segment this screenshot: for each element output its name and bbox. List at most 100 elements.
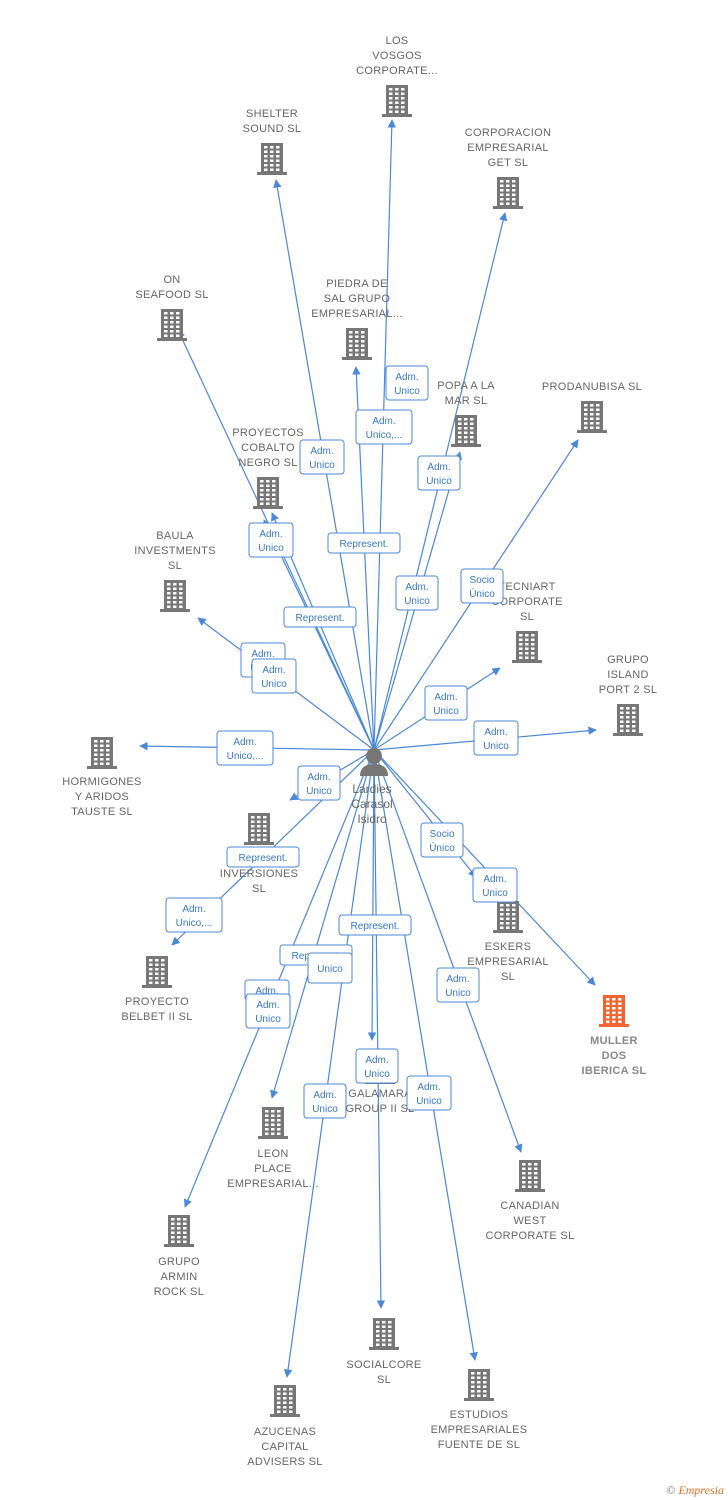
company-node[interactable]: ESTUDIOS EMPRESARIALES FUENTE DE SL xyxy=(431,1369,528,1451)
company-name-line: CORPORATE SL xyxy=(486,1230,575,1242)
building-icon xyxy=(464,1369,494,1401)
building-icon xyxy=(613,704,643,736)
edge-role-text: Unico xyxy=(258,543,284,554)
edge-role-label: Adm.Unico,... xyxy=(165,897,223,933)
company-name-line: LEON xyxy=(257,1148,288,1160)
building-icon xyxy=(244,813,274,845)
company-name-line: CORPORACION xyxy=(465,127,551,139)
edge-role-text: Único xyxy=(469,587,495,600)
company-name-line: ON xyxy=(163,274,180,286)
edge-role-text: Adm. xyxy=(262,665,285,676)
edge-role-label: Adm. Unico xyxy=(472,867,518,903)
edge-role-label: Adm.Unico xyxy=(473,720,519,756)
edge-role-text: Unico xyxy=(364,1069,390,1080)
company-name-line: WEST xyxy=(514,1215,547,1227)
company-node[interactable]: LEONPLACEEMPRESARIAL... xyxy=(227,1107,319,1190)
edge-role-label: Adm.Unico xyxy=(385,365,429,401)
edge-role-text: Represent. xyxy=(351,921,400,932)
brand-logo: Empresia xyxy=(678,1483,724,1497)
company-node[interactable]: LOSVOSGOSCORPORATE... xyxy=(356,35,438,117)
company-name-line: TECNIART xyxy=(498,581,555,593)
edge-role-text: Unico,... xyxy=(366,430,403,441)
company-name-line: EMPRESARIALES xyxy=(431,1424,528,1436)
company-node[interactable]: POPA A LAMAR SL xyxy=(437,380,495,447)
relationship-edge xyxy=(373,749,478,1361)
company-name-line: GALAMARA xyxy=(348,1088,412,1100)
person-name-line: Carasol xyxy=(351,797,392,811)
edge-role-text: Adm. xyxy=(256,1000,279,1011)
edge-role-label: Adm.Unico xyxy=(417,455,461,491)
person-node[interactable]: Lardies Carasol Isidro xyxy=(351,748,393,826)
company-name-line: GET SL xyxy=(488,157,529,169)
company-name-line: PROYECTOS xyxy=(232,427,304,439)
building-icon xyxy=(342,328,372,360)
company-node[interactable]: PRODANUBISA SL xyxy=(542,381,642,433)
edge-role-label: Adm. Unico,... xyxy=(216,730,274,766)
edge-role-text: Adm. xyxy=(434,692,457,703)
edge-role-label: Represent. xyxy=(283,606,357,628)
building-icon xyxy=(382,85,412,117)
edge-role-label: Adm.Unico xyxy=(303,1083,347,1119)
edge-role-text: Unico,... xyxy=(227,751,264,762)
company-name-line: EMPRESARIAL... xyxy=(227,1178,319,1190)
company-name-line: FUENTE DE SL xyxy=(438,1439,520,1451)
company-name-line: ESTUDIOS xyxy=(450,1409,509,1421)
edge-role-text: Adm. xyxy=(483,874,506,885)
edge-role-label: Adm. Unico xyxy=(245,993,291,1029)
company-name-line: IBERICA SL xyxy=(582,1065,647,1077)
company-name-line: PIEDRA DE xyxy=(326,278,387,290)
building-icon xyxy=(515,1160,545,1192)
building-icon xyxy=(160,580,190,612)
edge-role-text: Adm. xyxy=(233,737,256,748)
company-name-line: EMPRESARIAL xyxy=(467,956,549,968)
edge-role-text: Unico xyxy=(255,1014,281,1025)
edge-role-text: Adm. xyxy=(259,529,282,540)
edge-role-label: Adm. Unico xyxy=(355,1048,399,1084)
building-icon xyxy=(451,415,481,447)
company-node[interactable]: PIEDRA DE SAL GRUPO EMPRESARIAL... xyxy=(311,278,403,360)
company-name-line: SL xyxy=(520,611,534,623)
building-icon xyxy=(87,737,117,769)
building-icon xyxy=(369,1318,399,1350)
edge-role-text: Adm. xyxy=(307,772,330,783)
company-name-line: GRUPO xyxy=(158,1256,200,1268)
company-name-line: ARMIN xyxy=(161,1271,198,1283)
building-icon xyxy=(512,631,542,663)
company-name-line: EMPRESARIAL... xyxy=(311,308,403,320)
company-name-line: ISLAND xyxy=(607,669,649,681)
company-name-line: MULLER xyxy=(590,1035,638,1047)
edge-role-text: Adm. xyxy=(365,1055,388,1066)
company-node[interactable]: ON SEAFOOD SL xyxy=(135,274,208,341)
building-icon xyxy=(493,177,523,209)
company-name-line: ESKERS xyxy=(485,941,531,953)
edge-role-text: Adm. xyxy=(395,372,418,383)
company-name-line: SL xyxy=(377,1374,391,1386)
relationship-edge xyxy=(373,749,386,1309)
edge-role-text: Unico xyxy=(482,888,508,899)
relationship-edge xyxy=(373,749,523,1153)
company-name-line: SEAFOOD SL xyxy=(135,289,208,301)
relationship-edge xyxy=(367,749,377,1041)
edge-role-text: Unico xyxy=(416,1096,442,1107)
person-name-line: Lardies xyxy=(352,782,391,796)
edge-role-text: Unico xyxy=(433,706,459,717)
company-name-line: SAL GRUPO xyxy=(324,293,391,305)
company-name-line: INVESTMENTS xyxy=(134,545,216,557)
